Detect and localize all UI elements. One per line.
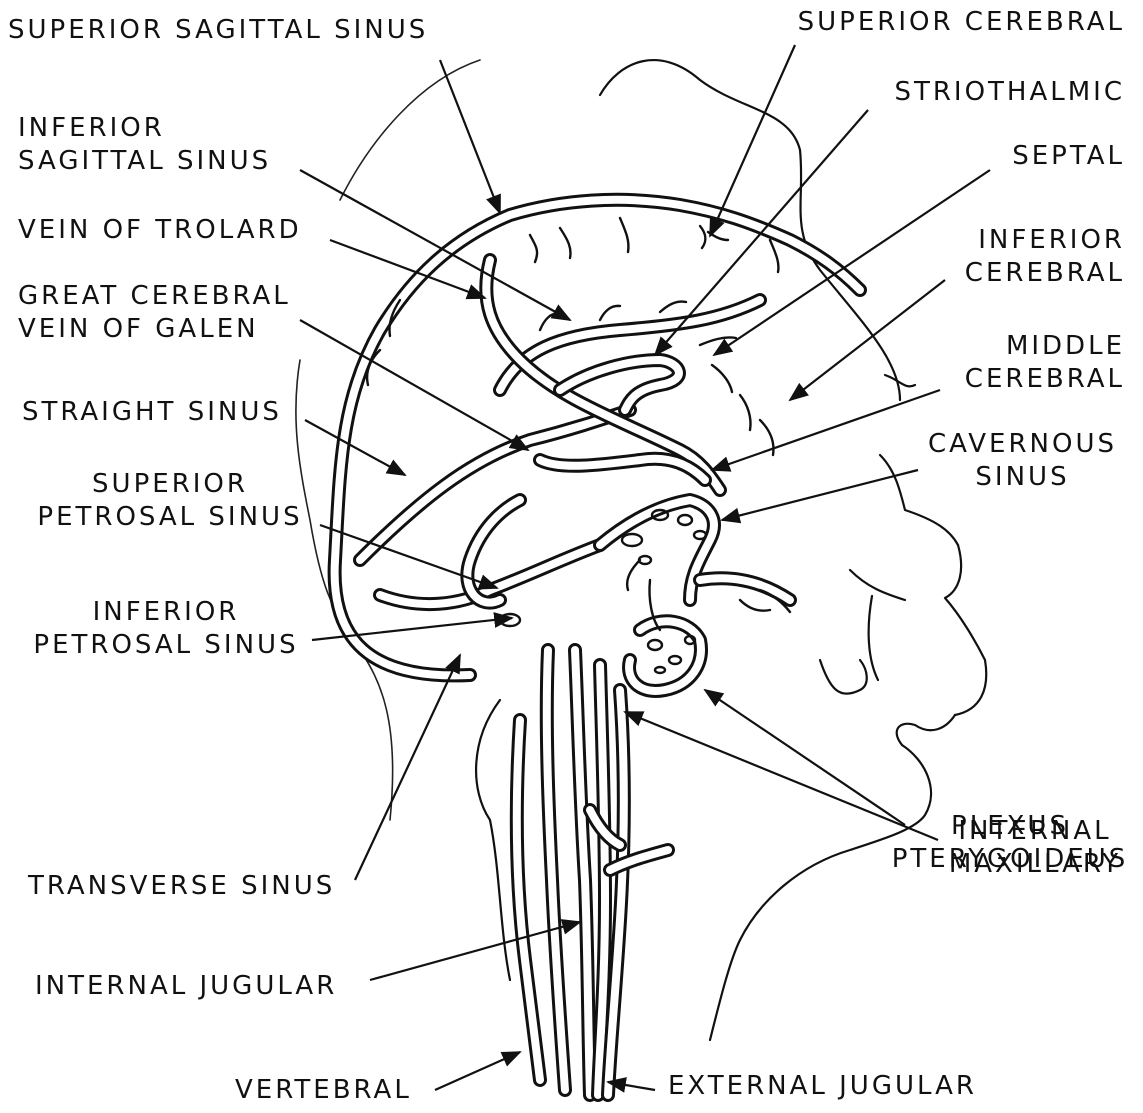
label-superior-cerebral: SUPERIOR CEREBRAL bbox=[760, 6, 1125, 39]
label-great-cerebral-vein-of-galen: GREAT CEREBRAL VEIN OF GALEN bbox=[18, 280, 291, 346]
leader-vertebral bbox=[435, 1052, 520, 1090]
label-superior-petrosal-sinus: SUPERIOR PETROSAL SINUS bbox=[20, 468, 320, 534]
label-septal: SEPTAL bbox=[925, 140, 1125, 173]
label-external-jugular: EXTERNAL JUGULAR bbox=[668, 1070, 977, 1103]
label-transverse-sinus: TRANSVERSE SINUS bbox=[28, 870, 335, 903]
leader-cavernous-sinus bbox=[722, 470, 918, 520]
label-inferior-sagittal-sinus: INFERIOR SAGITTAL SINUS bbox=[18, 112, 271, 178]
label-plexus-pterygoideus: PLEXUS PTERYGOIDEUS bbox=[885, 810, 1135, 876]
label-cavernous-sinus: CAVERNOUS SINUS bbox=[915, 428, 1130, 494]
leader-inferior-cerebral bbox=[790, 280, 945, 400]
label-inferior-cerebral: INFERIOR CEREBRAL bbox=[925, 224, 1125, 290]
leader-middle-cerebral bbox=[712, 390, 940, 470]
label-vertebral: VERTEBRAL bbox=[235, 1074, 412, 1107]
leader-striothalmic bbox=[655, 110, 868, 355]
label-middle-cerebral: MIDDLE CEREBRAL bbox=[925, 330, 1125, 396]
label-superior-sagittal-sinus: SUPERIOR SAGITTAL SINUS bbox=[8, 14, 428, 47]
venous-network bbox=[335, 200, 860, 1095]
leader-vein-of-galen bbox=[300, 320, 528, 450]
leader-internal-jugular bbox=[370, 922, 580, 980]
label-internal-jugular: INTERNAL JUGULAR bbox=[35, 970, 337, 1003]
leader-superior-sagittal-sinus bbox=[440, 60, 500, 213]
leader-transverse-sinus bbox=[355, 655, 460, 880]
label-vein-of-trolard: VEIN OF TROLARD bbox=[18, 214, 302, 247]
label-straight-sinus: STRAIGHT SINUS bbox=[22, 396, 282, 429]
leader-straight-sinus bbox=[305, 420, 405, 475]
label-inferior-petrosal-sinus: INFERIOR PETROSAL SINUS bbox=[16, 596, 316, 662]
label-striothalmic: STRIOTHALMIC bbox=[835, 76, 1125, 109]
